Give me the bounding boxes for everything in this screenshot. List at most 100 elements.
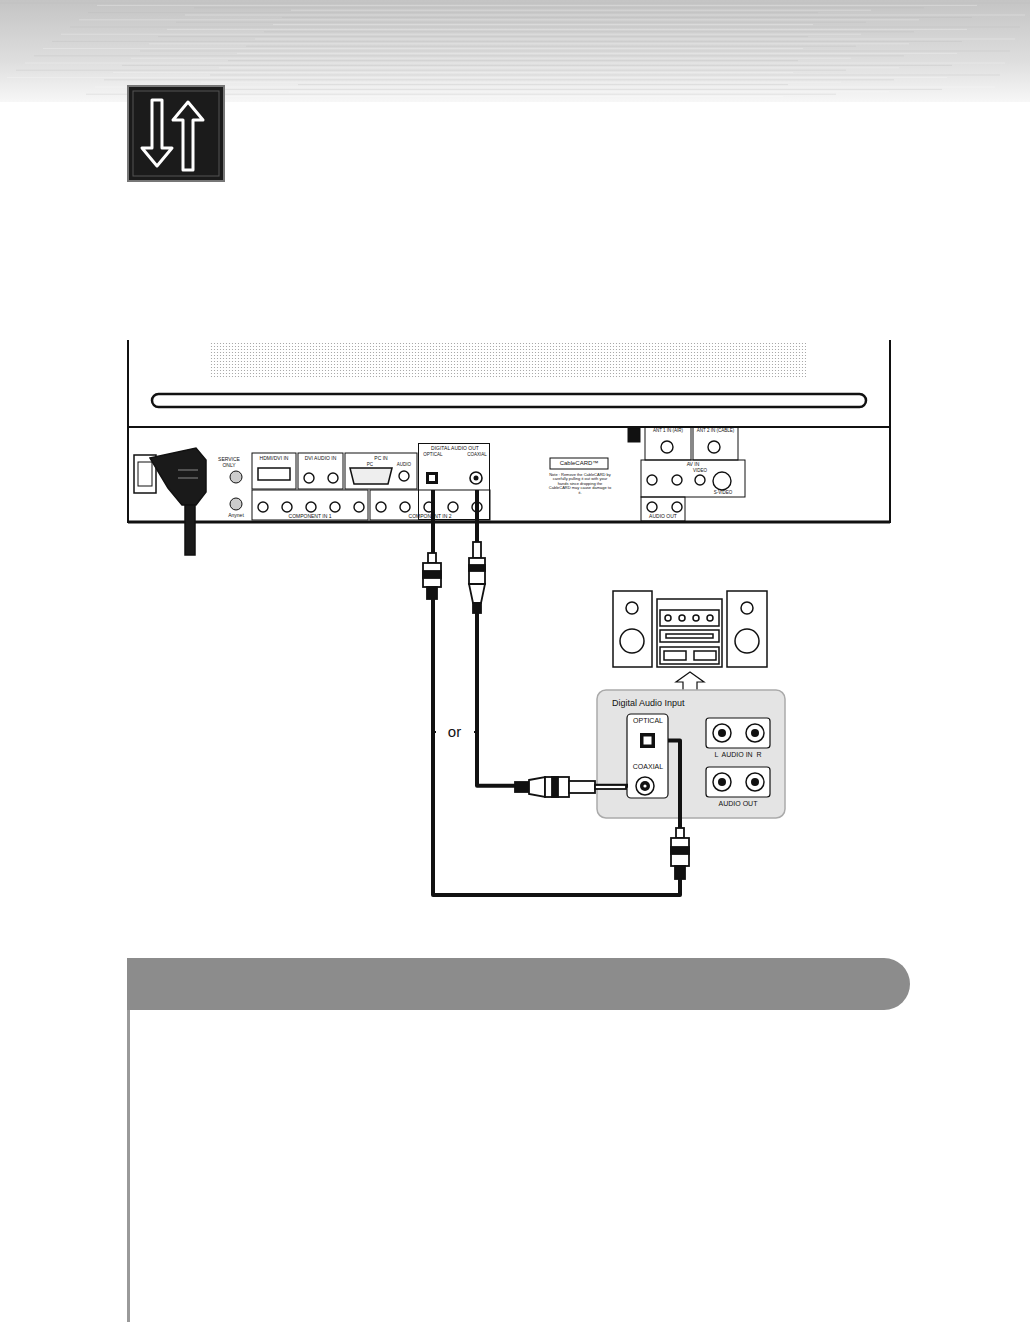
port-group: DIGITAL AUDIO OUTOPTICAL COAXIAL [418, 443, 490, 520]
header-streak [192, 89, 942, 90]
header-streak [219, 67, 899, 68]
input-panel-box: Digital Audio InputOPTICAL COAXIAL L AUDIO… [597, 690, 785, 818]
header-streak [176, 22, 866, 23]
header-streak [113, 72, 793, 73]
jack [330, 502, 340, 512]
panel-label: ANT 1 IN (AIR) [645, 429, 691, 434]
jack [672, 475, 682, 485]
port-label: OPTICAL [628, 717, 668, 725]
panel-label: COMPONENT IN 1 [252, 514, 368, 520]
coaxial-jack-core [474, 476, 479, 481]
jack [448, 502, 458, 512]
panel-label: Anynet [222, 513, 250, 519]
coaxial-input: COAXIAL [628, 760, 668, 798]
header-streak [273, 24, 813, 25]
port-label: COAXIAL [464, 453, 490, 458]
header-streak [43, 48, 803, 49]
header-streak [97, 5, 977, 6]
panel-label: PC [355, 463, 385, 468]
audio-out-jacks: AUDIO OUT [706, 767, 770, 811]
jack [647, 475, 657, 485]
header-streak [79, 19, 919, 20]
header-streak [228, 60, 798, 61]
header-streak [298, 84, 788, 85]
header-streak [104, 79, 894, 80]
panel-label: ANT 2 IN (CABLE) [693, 429, 738, 434]
section-bar [127, 958, 910, 1322]
header-streak [122, 65, 952, 66]
header-streak [95, 87, 995, 88]
header-streak [201, 82, 841, 83]
jack [376, 502, 386, 512]
panel-label: AV IN [641, 462, 745, 468]
jack [282, 502, 292, 512]
jack [306, 502, 316, 512]
header-streak [34, 55, 904, 56]
header-streak [264, 31, 914, 32]
header-streak [25, 63, 1005, 64]
jack [661, 441, 673, 453]
header-streak [16, 70, 846, 71]
header-streak [210, 75, 1000, 76]
header-streak [70, 27, 1020, 28]
coaxial-jack [470, 472, 482, 484]
coaxial-port: COAXIAL [464, 452, 490, 490]
panel-label: CableCARD™ [550, 460, 608, 467]
port-label: OPTICAL [420, 453, 446, 458]
panel-label: AUDIO [392, 463, 416, 468]
port-label: AUDIO OUT [706, 800, 770, 808]
jack [672, 502, 682, 512]
panel-label: COMPONENT IN 2 [370, 514, 490, 520]
header-streak [158, 36, 808, 37]
header-streak [246, 46, 856, 47]
jack [258, 502, 268, 512]
audio-cable [433, 490, 680, 895]
header-streak [149, 43, 909, 44]
panel-label: PC IN [345, 456, 417, 462]
header-streak [282, 17, 972, 18]
jack [399, 471, 409, 481]
header-streak [61, 34, 861, 35]
header-streak [0, 3, 1030, 4]
jack [695, 475, 705, 485]
tv-jack-panel [230, 427, 745, 521]
header-streak [167, 29, 967, 30]
tv-rear [128, 340, 890, 522]
header-streak [183, 96, 783, 97]
jack [708, 441, 720, 453]
header-streak [255, 39, 1015, 40]
port-label: DIGITAL AUDIO OUT [419, 446, 491, 452]
jack [328, 473, 338, 483]
port-label: L AUDIO IN R [706, 751, 770, 759]
panel-label: S-VIDEO [708, 491, 738, 496]
header-streak [185, 15, 1025, 16]
input-panel [597, 690, 785, 818]
jack [354, 502, 364, 512]
header-streak [237, 53, 957, 54]
audio-cable [477, 490, 628, 786]
header-streak [291, 10, 871, 11]
header-streak [88, 12, 818, 13]
panel-label: AUDIO OUT [641, 514, 685, 520]
port-label: COAXIAL [628, 763, 668, 771]
optical-port: OPTICAL [420, 452, 446, 490]
panel-label: VIDEO [690, 469, 710, 474]
connection-icon [128, 86, 224, 181]
panel-label: DVI AUDIO IN [298, 456, 343, 462]
header-streak [289, 91, 889, 92]
panel-label: HDMI/DVI IN [252, 456, 296, 462]
panel-label: Note : Remove the CableCARD by carefully… [548, 473, 612, 495]
optical-input: OPTICAL [628, 714, 668, 752]
panel-label: SERVICE ONLY [214, 457, 244, 468]
audio-in-jacks: L AUDIO IN R [706, 718, 770, 762]
jack [713, 472, 731, 490]
jack [304, 473, 314, 483]
jack [647, 502, 657, 512]
header-texture [0, 3, 1030, 97]
header-streak [194, 7, 924, 8]
audio-system [613, 591, 767, 691]
alternative-word: or [446, 723, 463, 741]
port-label: Digital Audio Input [612, 699, 732, 709]
jack [400, 502, 410, 512]
